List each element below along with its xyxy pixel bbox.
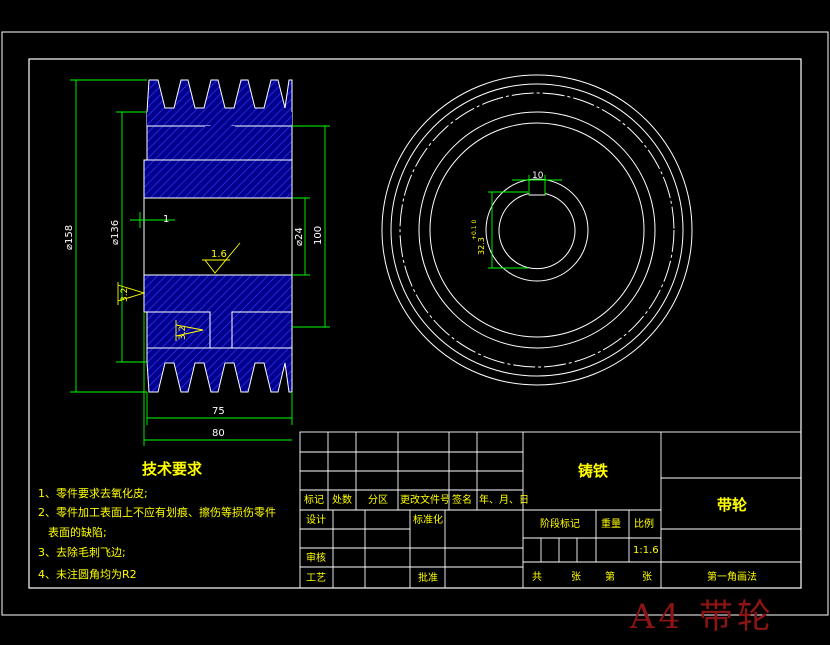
label-sheet-no: 第 xyxy=(605,570,615,583)
tech-item: 3、去除毛刺飞边; xyxy=(38,545,126,559)
projection-method: 第一角画法 xyxy=(707,570,757,583)
dim-1: 1 xyxy=(163,214,169,225)
label-scale: 比例 xyxy=(634,517,654,530)
material: 铸铁 xyxy=(578,462,608,480)
dim-key-10: 10 xyxy=(532,171,544,181)
dim-75: 75 xyxy=(212,406,225,417)
key-dimensions xyxy=(488,175,562,269)
rev-header: 标记 xyxy=(304,494,324,506)
label-sheets: 张 xyxy=(571,571,581,583)
tech-item: 表面的缺陷; xyxy=(48,525,107,539)
section-view xyxy=(143,79,293,393)
top-hub xyxy=(143,159,293,199)
dim-80: 80 xyxy=(212,428,225,439)
label-weight: 重量 xyxy=(601,517,621,530)
roughness-symbols xyxy=(117,242,241,341)
roughness-3-2-inner: 3.2 xyxy=(178,326,188,340)
dim-d158: ⌀158 xyxy=(64,225,75,250)
label-approve: 批准 xyxy=(418,571,438,584)
label-design: 设计 xyxy=(306,513,326,526)
roughness-3-2-left: 3.2 xyxy=(120,288,130,302)
scale-value: 1:1.6 xyxy=(633,545,659,556)
rev-header: 处数 xyxy=(332,493,352,506)
outer-frame xyxy=(1,31,829,616)
title-block-text: 标记 处数 分区 更改文件号 签名 年、月、日 设计 标准化 审核 工艺 批准 … xyxy=(304,462,757,584)
rev-header: 更改文件号 xyxy=(400,493,450,506)
top-web xyxy=(146,125,211,161)
dim-d136: ⌀136 xyxy=(110,220,121,245)
rev-header: 年、月、日 xyxy=(479,493,529,506)
bottom-rim xyxy=(146,347,293,393)
label-review: 审核 xyxy=(306,551,326,564)
dim-d24: ⌀24 xyxy=(294,227,305,246)
key-bore xyxy=(498,192,576,270)
dim-100: 100 xyxy=(313,226,324,245)
label-process: 工艺 xyxy=(306,572,326,584)
tech-item: 4、未注圆角均为R2 xyxy=(38,567,137,581)
label-sheet: 张 xyxy=(642,571,652,583)
label-stage-mark: 阶段标记 xyxy=(540,517,580,530)
title-block xyxy=(299,431,802,589)
roughness-1-6: 1.6 xyxy=(211,249,227,260)
bore xyxy=(143,197,293,276)
front-view xyxy=(381,74,693,386)
label-total: 共 xyxy=(532,571,542,583)
dimension-lines xyxy=(70,79,330,446)
label-standardize: 标准化 xyxy=(413,513,443,526)
tech-item: 1、零件要求去氧化皮; xyxy=(38,486,148,500)
tech-item: 2、零件加工表面上不应有划痕、擦伤等损伤零件 xyxy=(38,505,276,519)
dim-key-tol: +0.1 0 xyxy=(471,220,478,240)
dim-key-32: 32.3 xyxy=(477,237,486,255)
tech-requirements: 技术要求 1、零件要求去氧化皮; 2、零件加工表面上不应有划痕、擦伤等损伤零件 … xyxy=(38,460,276,581)
part-name: 带轮 xyxy=(717,496,747,514)
rev-header: 分区 xyxy=(368,494,388,506)
tech-title: 技术要求 xyxy=(142,460,203,478)
watermark: A4 带轮 xyxy=(629,597,775,637)
rev-header: 签名 xyxy=(452,493,472,506)
